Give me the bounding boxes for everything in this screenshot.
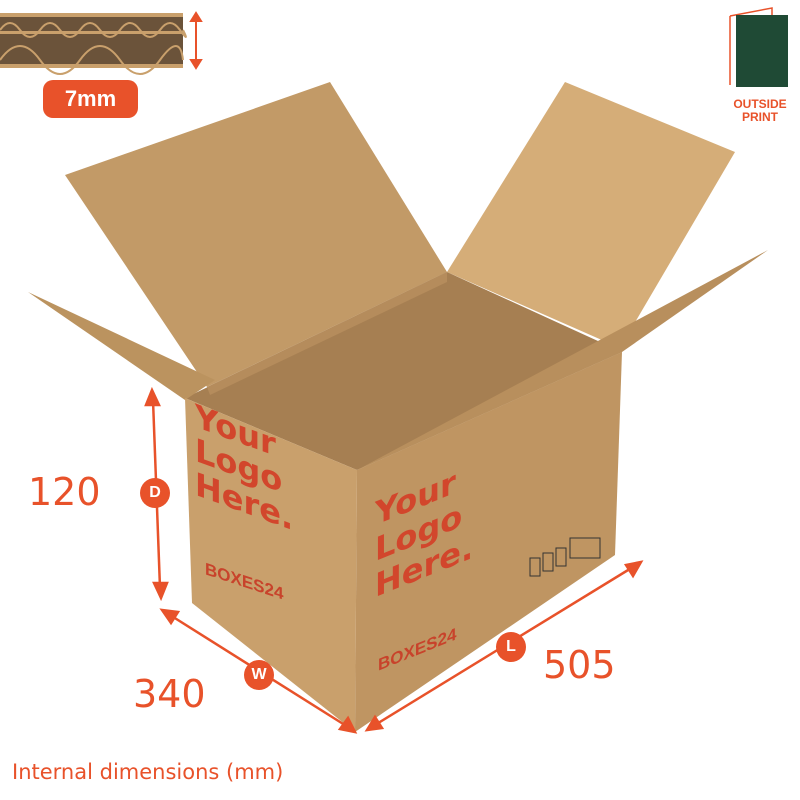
- internal-dimensions-caption: Internal dimensions (mm): [12, 760, 284, 784]
- back-right-flap: [447, 82, 735, 348]
- depth-value: 120: [28, 470, 101, 514]
- back-left-flap: [65, 82, 447, 387]
- flute-thickness-badge: 7mm: [43, 80, 138, 118]
- outside-print-icon: [729, 7, 788, 87]
- length-value: 505: [543, 643, 616, 687]
- outside-print-label: OUTSIDE PRINT: [733, 97, 787, 124]
- cardboard-box: [28, 82, 768, 732]
- handling-symbols: [529, 537, 601, 577]
- thickness-arrow: [189, 11, 203, 70]
- left-face: [185, 398, 357, 732]
- interior-back-wall: [207, 272, 447, 395]
- right-face: [355, 352, 622, 732]
- width-marker: W: [244, 660, 274, 690]
- right-side-flap: [357, 250, 768, 470]
- length-marker: L: [496, 632, 526, 662]
- box-interior: [185, 272, 622, 470]
- depth-marker: D: [140, 478, 170, 508]
- width-value: 340: [133, 672, 206, 716]
- flute-cross-section: [0, 13, 187, 75]
- left-side-flap: [28, 292, 215, 400]
